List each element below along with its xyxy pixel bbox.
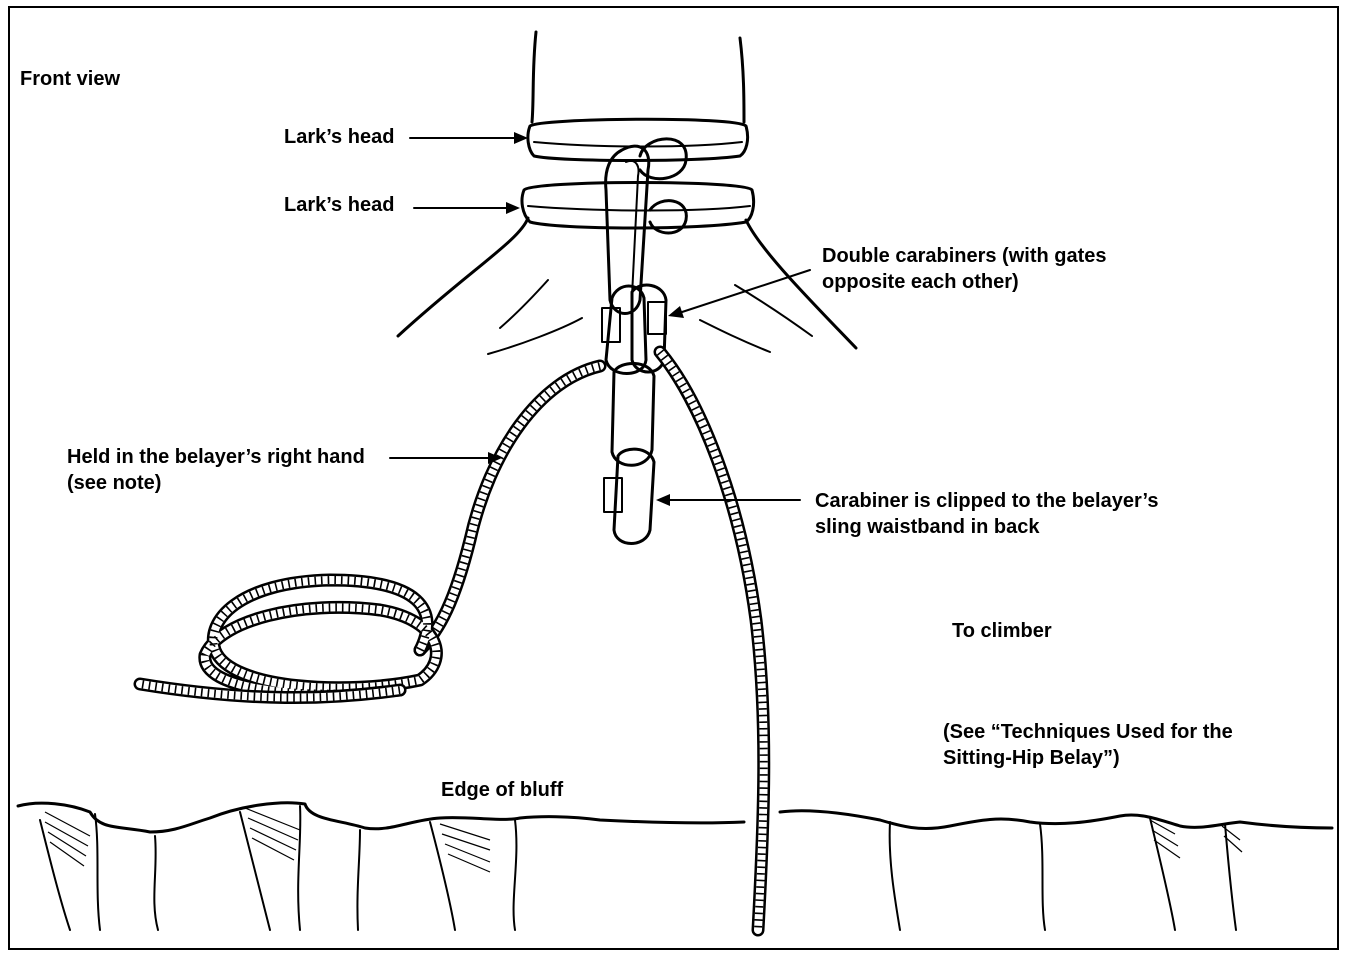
held-hand-label: Held in the belayer’s right hand (see no… <box>67 444 365 496</box>
arrow-double-carabiners <box>676 270 810 314</box>
rope-coil <box>140 580 436 698</box>
to-climber-label: To climber <box>952 618 1052 644</box>
rope-climber-side <box>660 352 764 930</box>
larks-head-top-label: Lark’s head <box>284 124 394 150</box>
tree-trunk <box>398 32 856 354</box>
bluff-edge <box>18 803 1332 930</box>
carabiner-clipped-label: Carabiner is clipped to the belayer’s sl… <box>815 488 1158 540</box>
rope-belay-side <box>420 366 600 650</box>
see-note-label: (See “Techniques Used for the Sitting-Hi… <box>943 719 1233 771</box>
larks-head-bottom-label: Lark’s head <box>284 192 394 218</box>
double-carabiners-label: Double carabiners (with gates opposite e… <box>822 243 1107 295</box>
front-view-label: Front view <box>20 66 120 92</box>
edge-of-bluff-label: Edge of bluff <box>441 777 563 803</box>
